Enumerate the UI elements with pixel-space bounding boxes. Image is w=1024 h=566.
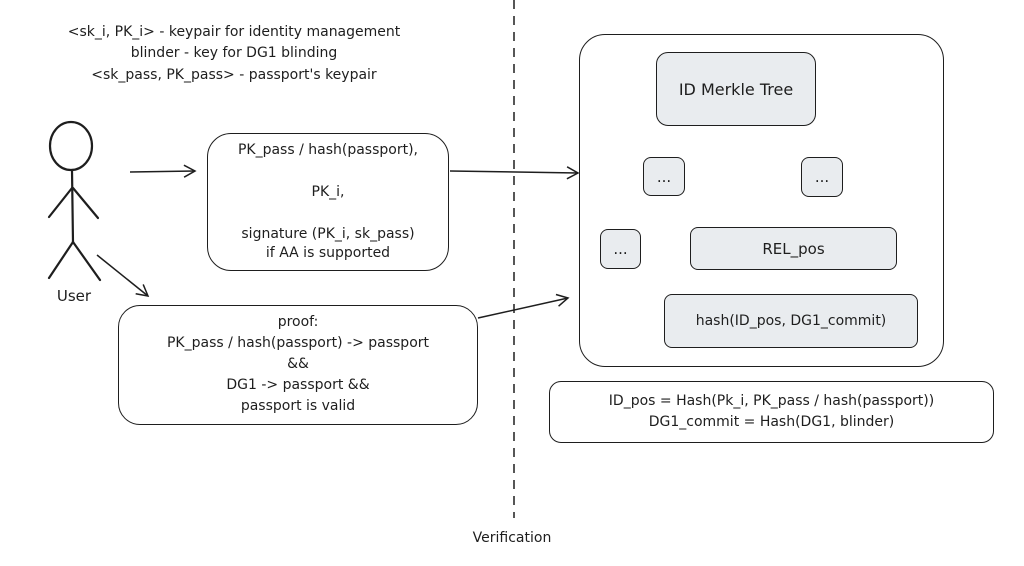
tree-left-node: ... [643, 157, 685, 196]
registration-line-pk-pass: PK_pass / hash(passport), [237, 142, 419, 158]
proof-line-title: proof: [277, 314, 319, 330]
user-arm-right [71, 186, 100, 220]
tree-root-node: ID Merkle Tree [656, 52, 816, 126]
registration-line-signature: signature (PK_i, sk_pass) [241, 226, 415, 242]
arrow-registration-to-tree [449, 166, 580, 180]
legend-line-blinder: blinder - key for DG1 blinding [130, 45, 338, 61]
registration-line-pk-i: PK_i, [311, 184, 345, 200]
registration-box: PK_pass / hash(passport), PK_i, signatur… [207, 133, 449, 271]
proof-box: proof: PK_pass / hash(passport) -> passp… [118, 305, 478, 425]
formula-id-pos: ID_pos = Hash(Pk_i, PK_pass / hash(passp… [608, 393, 935, 409]
user-leg-left [47, 240, 75, 280]
legend-line-identity-keypair: <sk_i, PK_i> - keypair for identity mana… [67, 24, 401, 40]
proof-line-and-1: && [287, 356, 309, 372]
user-stick-figure [47, 120, 102, 282]
user-torso [70, 168, 75, 245]
arrow-user-to-proof [96, 254, 150, 297]
tree-left-leaf-node: ... [600, 229, 641, 269]
proof-line-valid: passport is valid [240, 398, 356, 414]
tree-right-node: ... [801, 157, 843, 197]
arrow-user-to-registration [129, 164, 197, 178]
proof-line-pk-pass: PK_pass / hash(passport) -> passport [166, 335, 430, 351]
legend-line-passport-keypair: <sk_pass, PK_pass> - passport's keypair [91, 67, 377, 83]
formula-dg1-commit: DG1_commit = Hash(DG1, blinder) [648, 414, 895, 430]
user-label: User [56, 287, 92, 305]
arrow-proof-to-tree [477, 293, 570, 319]
formula-box: ID_pos = Hash(Pk_i, PK_pass / hash(passp… [549, 381, 994, 443]
user-leg-right [71, 240, 102, 282]
registration-line-aa-support: if AA is supported [265, 245, 391, 261]
user-arm-left [47, 186, 74, 219]
user-head [48, 120, 94, 172]
proof-line-dg1: DG1 -> passport && [226, 377, 370, 393]
rel-pos-node: REL_pos [690, 227, 897, 270]
verification-label: Verification [472, 530, 552, 546]
hash-leaf-node: hash(ID_pos, DG1_commit) [664, 294, 918, 348]
